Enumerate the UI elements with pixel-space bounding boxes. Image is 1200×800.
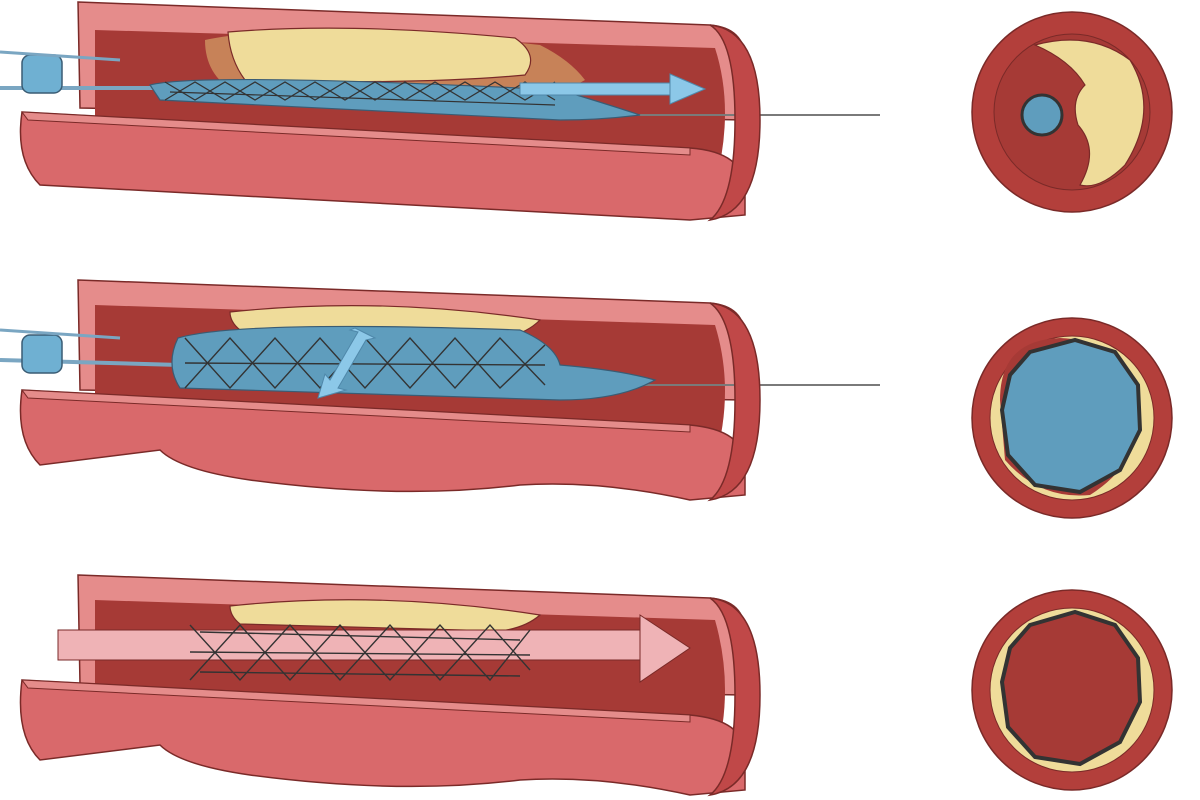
expansion-arrow [317, 327, 377, 399]
plaque-core [227, 27, 532, 83]
insertion-arrow [519, 73, 707, 105]
vessel-front-wall [19, 111, 746, 221]
catheter-cross-section [1020, 93, 1064, 137]
vessel-front-rim [20, 111, 691, 156]
plaque [1033, 39, 1145, 187]
catheter-hub-icon [0, 50, 121, 94]
blood-flow-arrow [57, 614, 691, 683]
vessel-open-end [707, 24, 761, 222]
stent-mesh-icon [189, 623, 531, 682]
stage-2-cross-section [971, 317, 1173, 519]
vessel-open-end [707, 597, 761, 797]
stage-3-vessel [19, 574, 761, 797]
vessel-front-rim [20, 679, 691, 723]
vessel-front-rim [20, 389, 691, 433]
stage-1-vessel [0, 1, 880, 222]
stage-1-cross-section [971, 11, 1173, 213]
vessel-open-end [707, 302, 761, 502]
stent-cross-section [999, 337, 1143, 495]
catheter-hub-icon [0, 328, 121, 374]
balloon-inflated [171, 325, 657, 401]
stent-mesh-icon [164, 81, 556, 106]
stage-2-vessel [0, 279, 880, 502]
stage-3-cross-section [971, 589, 1173, 791]
stent-cross-section [999, 609, 1143, 767]
